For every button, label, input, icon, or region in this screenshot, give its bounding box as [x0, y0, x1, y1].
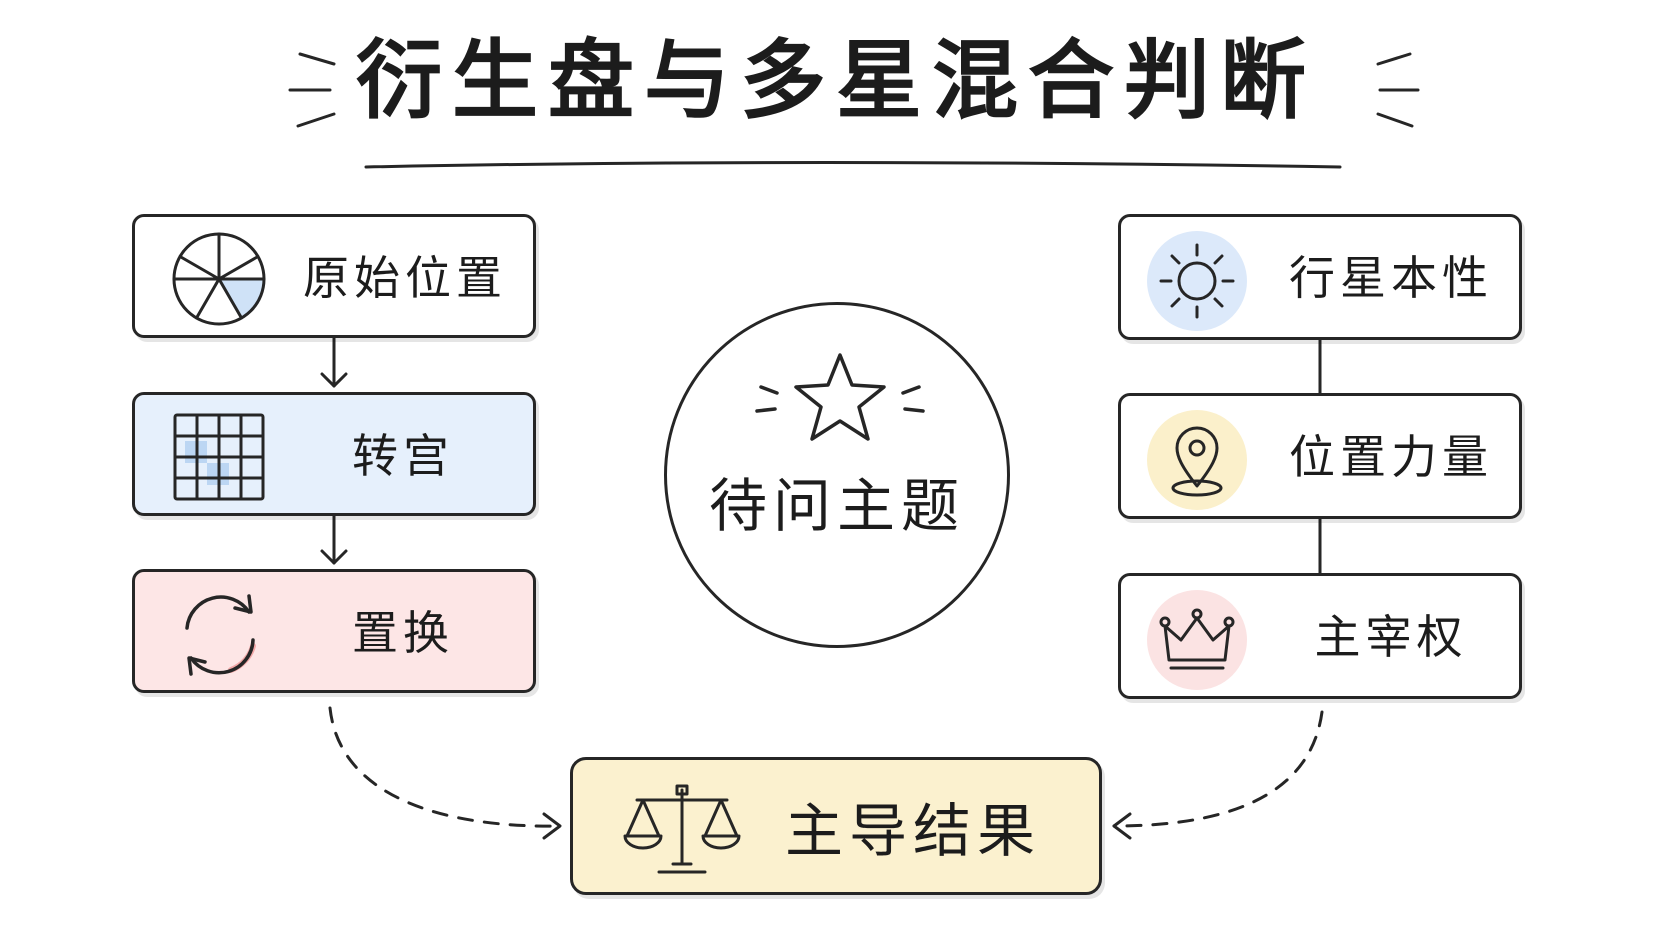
- box-house-transfer: 转宫: [132, 392, 536, 516]
- title-spark-left: [288, 52, 336, 128]
- box-replacement: 置换: [132, 569, 536, 693]
- cycle-arrows-icon: [185, 594, 256, 676]
- box-position-strength: 位置力量: [1118, 393, 1522, 519]
- label-planet-nature: 行星本性: [1289, 251, 1493, 305]
- title-underline: [364, 161, 1342, 169]
- grid-icon: [173, 413, 265, 501]
- label-question-topic: 待问主题: [708, 472, 965, 540]
- balance-scale-icon: [623, 784, 741, 874]
- wheel-chart-icon: [172, 232, 266, 326]
- location-pin-icon: [1147, 410, 1247, 510]
- box-planet-nature: 行星本性: [1118, 214, 1522, 340]
- box-dominant-result: 主导结果: [570, 757, 1102, 895]
- star-icon: [755, 353, 925, 441]
- dashed-arrow-left-to-result: [328, 706, 562, 840]
- arrow-original-to-transfer: [320, 336, 348, 388]
- center-question-topic: 待问主题: [664, 302, 1010, 648]
- dashed-arrow-right-to-result: [1112, 710, 1324, 840]
- label-house-transfer: 转宫: [352, 429, 454, 483]
- label-position-strength: 位置力量: [1289, 430, 1493, 484]
- label-original-position: 原始位置: [303, 251, 507, 305]
- arrow-transfer-to-replace: [320, 514, 348, 565]
- box-rulership: 主宰权: [1118, 573, 1522, 699]
- sun-icon: [1147, 231, 1247, 331]
- label-dominant-result: 主导结果: [784, 797, 1041, 865]
- box-original-position: 原始位置: [132, 214, 536, 338]
- diagram-title: 衍生盘与多星混合判断: [356, 31, 1316, 131]
- label-rulership: 主宰权: [1314, 610, 1468, 664]
- label-replacement: 置换: [352, 606, 454, 660]
- title-spark-right: [1376, 52, 1420, 128]
- crown-icon: [1147, 590, 1247, 690]
